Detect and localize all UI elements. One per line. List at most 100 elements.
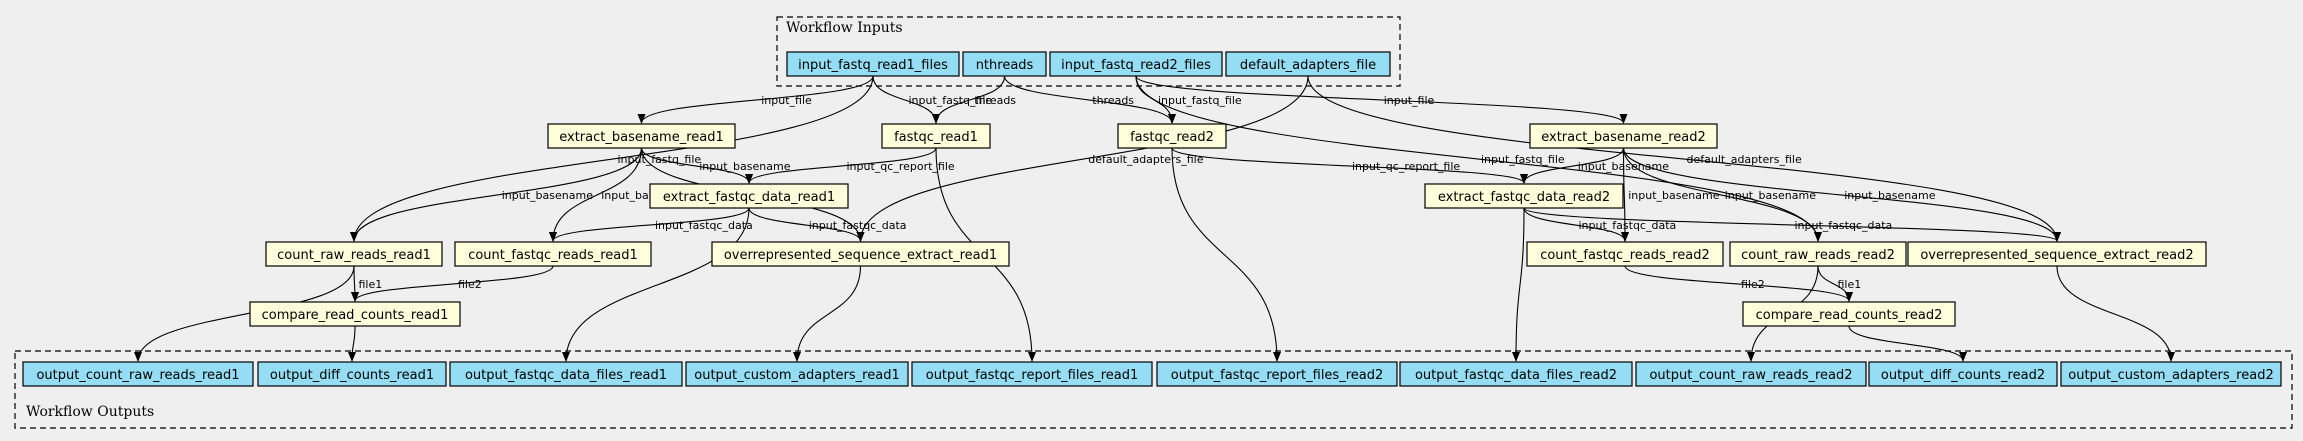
node-box — [1424, 183, 1624, 209]
node-box — [881, 123, 991, 149]
node-output-fastqc-report-files-read2: output_fastqc_report_files_read2 — [1156, 361, 1398, 387]
edge-count_raw_reads_read2-to-compare_read_counts_read2 — [1817, 265, 1853, 302]
node-extract-fastqc-data-read1: extract_fastqc_data_read1 — [649, 183, 849, 209]
node-label: output_custom_adapters_read1 — [694, 368, 899, 383]
node-box — [1225, 51, 1391, 77]
node-label: compare_read_counts_read1 — [262, 308, 449, 323]
node-fastqc-read2: fastqc_read2 — [1117, 123, 1227, 149]
node-count-fastqc-reads-read1: count_fastqc_reads_read1 — [454, 241, 652, 267]
node-output-fastqc-data-files-read2: output_fastqc_data_files_read2 — [1399, 361, 1633, 387]
node-label: output_fastqc_report_files_read2 — [1171, 368, 1384, 383]
node-label: output_diff_counts_read1 — [270, 368, 434, 383]
edge-overrepresented_sequence_extract_read1-to-output_custom_adapters_read1 — [793, 265, 862, 362]
edge-extract_basename_read1-to-count_raw_reads_read1 — [350, 147, 643, 242]
node-extract-basename-read2: extract_basename_read2 — [1529, 123, 1718, 149]
node-box — [911, 361, 1153, 387]
node-fastqc-read1: fastqc_read1 — [881, 123, 991, 149]
edge-extract_fastqc_data_read2-to-count_fastqc_reads_read2 — [1523, 207, 1629, 242]
node-count-fastqc-reads-read2: count_fastqc_reads_read2 — [1526, 241, 1724, 267]
node-box — [454, 241, 652, 267]
edge-label: input_fastq_file — [1158, 94, 1242, 107]
node-input-fastq-read2-files: input_fastq_read2_files — [1049, 51, 1223, 77]
edge-label: input_file — [1384, 94, 1435, 107]
node-box — [265, 241, 443, 267]
edge-label: input_basename — [502, 189, 593, 202]
edge-input_fastq_read2_files-to-extract_basename_read2 — [1135, 75, 1628, 124]
node-box — [1526, 241, 1724, 267]
node-overrepresented-sequence-extract-read2: overrepresented_sequence_extract_read2 — [1907, 241, 2207, 267]
node-label: output_count_raw_reads_read2 — [1649, 368, 1852, 383]
node-label: input_fastq_read1_files — [798, 58, 948, 73]
outputs-cluster-label: Workflow Outputs — [26, 404, 154, 420]
edge-label: input_fastq_file — [909, 94, 993, 107]
node-output-count-raw-reads-read1: output_count_raw_reads_read1 — [22, 361, 254, 387]
edge-label: input_basename — [1725, 189, 1816, 202]
edge-extract_basename_read2-to-count_fastqc_reads_read2 — [1620, 147, 1629, 242]
node-count-raw-reads-read2: count_raw_reads_read2 — [1729, 241, 1907, 267]
node-box — [1049, 51, 1223, 77]
edge-compare_read_counts_read1-to-output_diff_counts_read1 — [348, 325, 357, 362]
outputs-cluster-box — [14, 350, 2293, 429]
node-box — [1529, 123, 1718, 149]
node-box — [649, 183, 849, 209]
node-label: extract_fastqc_data_read1 — [663, 190, 835, 205]
edge-extract_fastqc_data_read2-to-output_fastqc_data_files_read2 — [1512, 207, 1525, 362]
edge-label: file1 — [359, 278, 383, 291]
edge-label: file2 — [458, 278, 482, 291]
node-label: output_custom_adapters_read2 — [2068, 368, 2273, 383]
edge-extract_basename_read2-to-overrepresented_sequence_extract_read2 — [1622, 147, 2061, 242]
edge-input_fastq_read1_files-to-extract_basename_read1 — [637, 75, 874, 124]
node-output-custom-adapters-read1: output_custom_adapters_read1 — [685, 361, 909, 387]
node-label: output_diff_counts_read2 — [1881, 368, 2045, 383]
node-box — [685, 361, 909, 387]
edge-label: input_basename — [1628, 189, 1719, 202]
node-box — [1907, 241, 2207, 267]
edge-label: input_qc_report_file — [847, 160, 955, 173]
edge-label: input_fastqc_data — [1795, 219, 1893, 232]
edge-default_adapters_file-to-overrepresented_sequence_extract_read1 — [856, 75, 1309, 242]
node-label: extract_basename_read1 — [559, 130, 724, 145]
edge-compare_read_counts_read2-to-output_diff_counts_read2 — [1848, 325, 1967, 362]
edge-label: input_basename — [699, 160, 790, 173]
edge-extract_fastqc_data_read1-to-output_fastqc_data_files_read1 — [562, 207, 750, 362]
edge-count_fastqc_reads_read2-to-compare_read_counts_read2 — [1624, 265, 1853, 302]
node-label: input_fastq_read2_files — [1061, 58, 1211, 73]
edge-label: input_file — [761, 94, 812, 107]
node-box — [22, 361, 254, 387]
edge-label: file1 — [1838, 278, 1862, 291]
edge-extract_basename_read2-to-extract_fastqc_data_read2 — [1520, 147, 1625, 184]
node-box — [547, 123, 736, 149]
edge-extract_basename_read1-to-extract_fastqc_data_read1 — [640, 147, 753, 184]
node-box — [1156, 361, 1398, 387]
node-box — [786, 51, 960, 77]
node-box — [257, 361, 447, 387]
node-label: count_fastqc_reads_read2 — [1540, 248, 1710, 263]
node-extract-basename-read1: extract_basename_read1 — [547, 123, 736, 149]
node-label: overrepresented_sequence_extract_read1 — [724, 248, 997, 263]
node-input-fastq-read1-files: input_fastq_read1_files — [786, 51, 960, 77]
edge-input_fastq_read1_files-to-count_raw_reads_read1 — [350, 75, 874, 242]
node-box — [2060, 361, 2282, 387]
node-output-custom-adapters-read2: output_custom_adapters_read2 — [2060, 361, 2282, 387]
edge-extract_basename_read1-to-count_fastqc_reads_read1 — [549, 147, 643, 242]
edge-label: default_adapters_file — [1687, 153, 1802, 166]
edge-count_fastqc_reads_read1-to-compare_read_counts_read1 — [351, 265, 554, 302]
edge-label: threads — [974, 94, 1016, 107]
edge-fastqc_read1-to-extract_fastqc_data_read1 — [745, 147, 937, 184]
node-box — [1399, 361, 1633, 387]
node-box — [1868, 361, 2058, 387]
node-label: fastqc_read2 — [1130, 130, 1214, 145]
edge-extract_basename_read2-to-count_raw_reads_read2 — [1622, 147, 1822, 242]
node-box — [449, 361, 683, 387]
edge-nthreads-to-fastqc_read2 — [1003, 75, 1176, 124]
edge-label: file2 — [1741, 278, 1765, 291]
node-output-count-raw-reads-read2: output_count_raw_reads_read2 — [1635, 361, 1867, 387]
node-box — [962, 51, 1047, 77]
edge-extract_fastqc_data_read1-to-count_fastqc_reads_read1 — [549, 207, 750, 242]
edge-label: input_fastqc_data — [1579, 219, 1677, 232]
node-box — [249, 301, 461, 327]
node-label: extract_fastqc_data_read2 — [1438, 190, 1610, 205]
node-label: count_raw_reads_read1 — [277, 248, 431, 263]
node-box — [1635, 361, 1867, 387]
